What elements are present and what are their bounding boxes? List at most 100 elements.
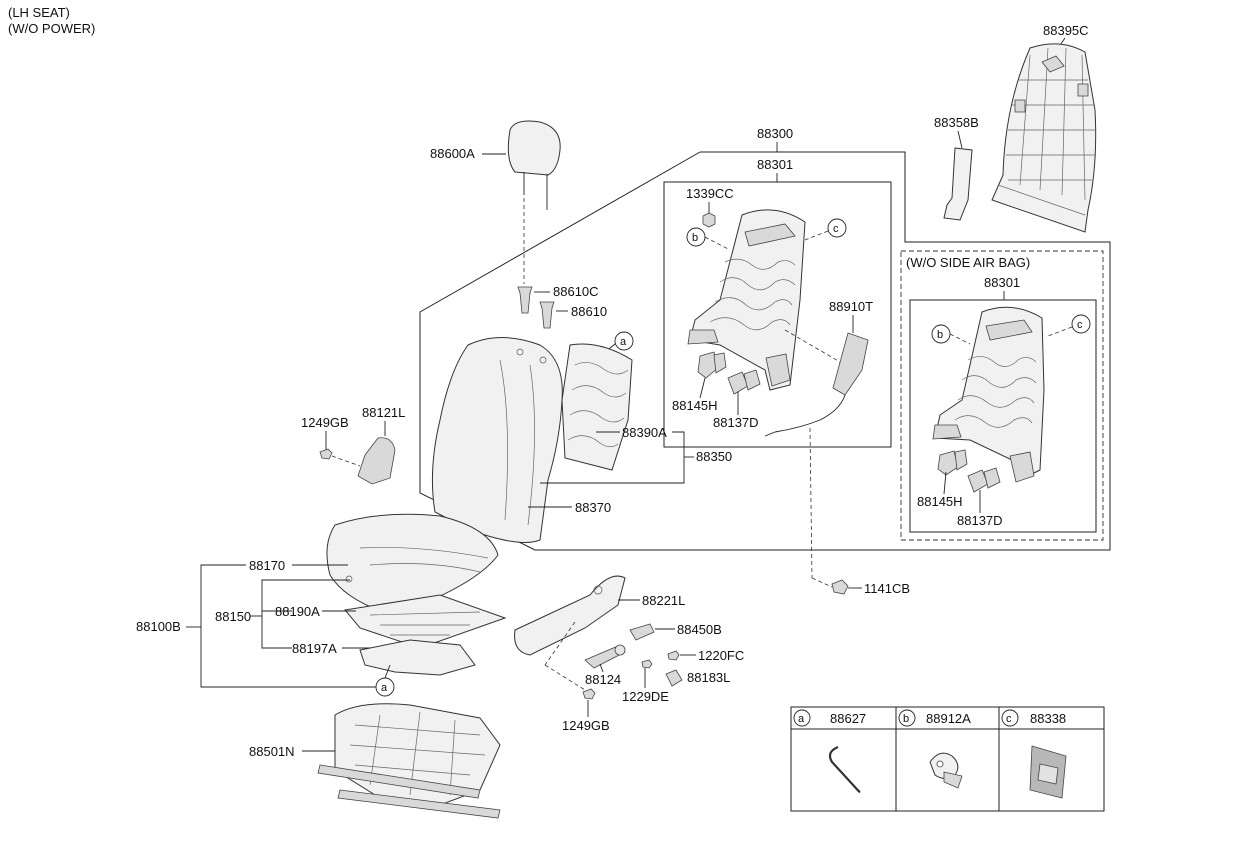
label-88190A: 88190A [275, 604, 320, 619]
legend-a-part: 88627 [830, 711, 866, 726]
side-shield-88221L [514, 575, 626, 656]
seatback-pad-88390A [561, 343, 633, 471]
label-88150: 88150 [215, 609, 251, 624]
legend-c-circle [1001, 709, 1019, 727]
callout-a-top-circle [614, 331, 634, 351]
label-88910T: 88910T [829, 299, 873, 314]
label-1249GB-bottom: 1249GB [562, 718, 610, 733]
legend-a-circle [793, 709, 811, 727]
label-88610C: 88610C [553, 284, 599, 299]
label-88301-alt: 88301 [984, 275, 1020, 290]
headrest-88600A [507, 120, 561, 210]
push-clip-88912A-icon [929, 752, 963, 789]
label-88197A: 88197A [292, 641, 337, 656]
back-panel-88395C [991, 43, 1097, 233]
knob-88450B [629, 623, 655, 641]
label-1339CC: 1339CC [686, 186, 734, 201]
frame-to-airbag-leader [784, 329, 841, 363]
screw-1249GB-bottom [582, 688, 596, 700]
callout-c-label: c [833, 223, 839, 235]
legend-b-circle [898, 709, 916, 727]
label-88170: 88170 [249, 558, 285, 573]
label-88610: 88610 [571, 304, 607, 319]
bolt-1141CB [831, 579, 849, 595]
seatback-frame-alt [932, 306, 1045, 483]
label-88395C: 88395C [1043, 23, 1089, 38]
screw-1249GB-top [319, 448, 333, 460]
alt-frame-box [909, 299, 1097, 533]
label-88390A: 88390A [622, 425, 667, 440]
leader-88350-bracket [540, 431, 685, 484]
label-wo-side-airbag: (W/O SIDE AIR BAG) [906, 255, 1030, 270]
label-88124: 88124 [585, 672, 621, 687]
screw-1229DE [641, 659, 653, 669]
callout-c-alt-leader [1047, 326, 1073, 337]
screw-leader-lower [544, 664, 586, 691]
label-88100B: 88100B [136, 619, 181, 634]
label-1229DE: 1229DE [622, 689, 669, 704]
callout-b-label: b [692, 232, 698, 244]
callout-c-circle [827, 218, 847, 238]
side-airbag-88910T [832, 332, 869, 396]
label-88137D-alt: 88137D [957, 513, 1003, 528]
label-88301: 88301 [757, 157, 793, 172]
wo-side-airbag-box [900, 250, 1104, 541]
callout-c-alt-circle [1071, 314, 1091, 334]
heater-mat-88197A [359, 639, 476, 676]
airbag-to-1141CB-leader [809, 427, 813, 579]
seatback-assembly-outline [419, 151, 1111, 551]
callout-c-alt-label: c [1077, 319, 1083, 331]
side-trim-88358B [943, 147, 973, 221]
seatback-cover-88370 [431, 337, 563, 543]
label-88450B: 88450B [677, 622, 722, 637]
label-88145H: 88145H [672, 398, 718, 413]
screw-1220FC [667, 650, 680, 661]
label-1141CB: 1141CB [864, 581, 910, 596]
seat-side-note: (LH SEAT) [8, 5, 70, 20]
label-88221L: 88221L [642, 593, 685, 608]
callout-a-top-label: a [620, 336, 627, 348]
clip-1339CC [702, 212, 716, 228]
seatback-frame [687, 209, 806, 391]
label-88121L: 88121L [362, 405, 405, 420]
airbag-harness [764, 394, 846, 437]
legend-a-key: a [798, 713, 805, 725]
label-88501N: 88501N [249, 744, 295, 759]
callout-b-alt-label: b [937, 329, 943, 341]
seat-track-88501N [317, 703, 501, 819]
leader-88150-bracket [261, 610, 292, 649]
callout-a-bottom-label: a [381, 682, 388, 694]
label-88350: 88350 [696, 449, 732, 464]
callout-c-leader [804, 230, 829, 241]
bracket-88137D [727, 369, 761, 395]
cover-88121L [357, 437, 396, 485]
leader-88358B [957, 130, 963, 149]
nut-clip-88338-icon [1029, 745, 1067, 799]
label-88137D: 88137D [713, 415, 759, 430]
lever-to-screw-leader [544, 621, 576, 666]
wire-clip-88627-icon [828, 745, 861, 793]
1141CB-leader-horiz [811, 577, 833, 588]
callout-b-alt-leader [949, 333, 971, 345]
legend-b-key: b [903, 713, 909, 725]
legend-b-part: 88912A [926, 711, 971, 726]
callout-b-leader [704, 236, 731, 251]
bracket-88145H [697, 351, 727, 379]
guide-88610 [539, 301, 555, 329]
screw-to-cover-leader [331, 455, 361, 467]
label-1249GB-top: 1249GB [301, 415, 349, 430]
label-88358B: 88358B [934, 115, 979, 130]
label-1220FC: 1220FC [698, 648, 744, 663]
label-88183L: 88183L [687, 670, 730, 685]
seatback-frame-box [663, 181, 892, 448]
label-88600A: 88600A [430, 146, 475, 161]
label-88300: 88300 [757, 126, 793, 141]
power-option-note: (W/O POWER) [8, 21, 96, 36]
cover-88183L [665, 669, 683, 687]
label-88145H-alt: 88145H [917, 494, 963, 509]
leader-88124 [599, 663, 604, 673]
cushion-cover-88170 [326, 513, 499, 616]
leader-88150-top [261, 579, 350, 611]
label-88370: 88370 [575, 500, 611, 515]
